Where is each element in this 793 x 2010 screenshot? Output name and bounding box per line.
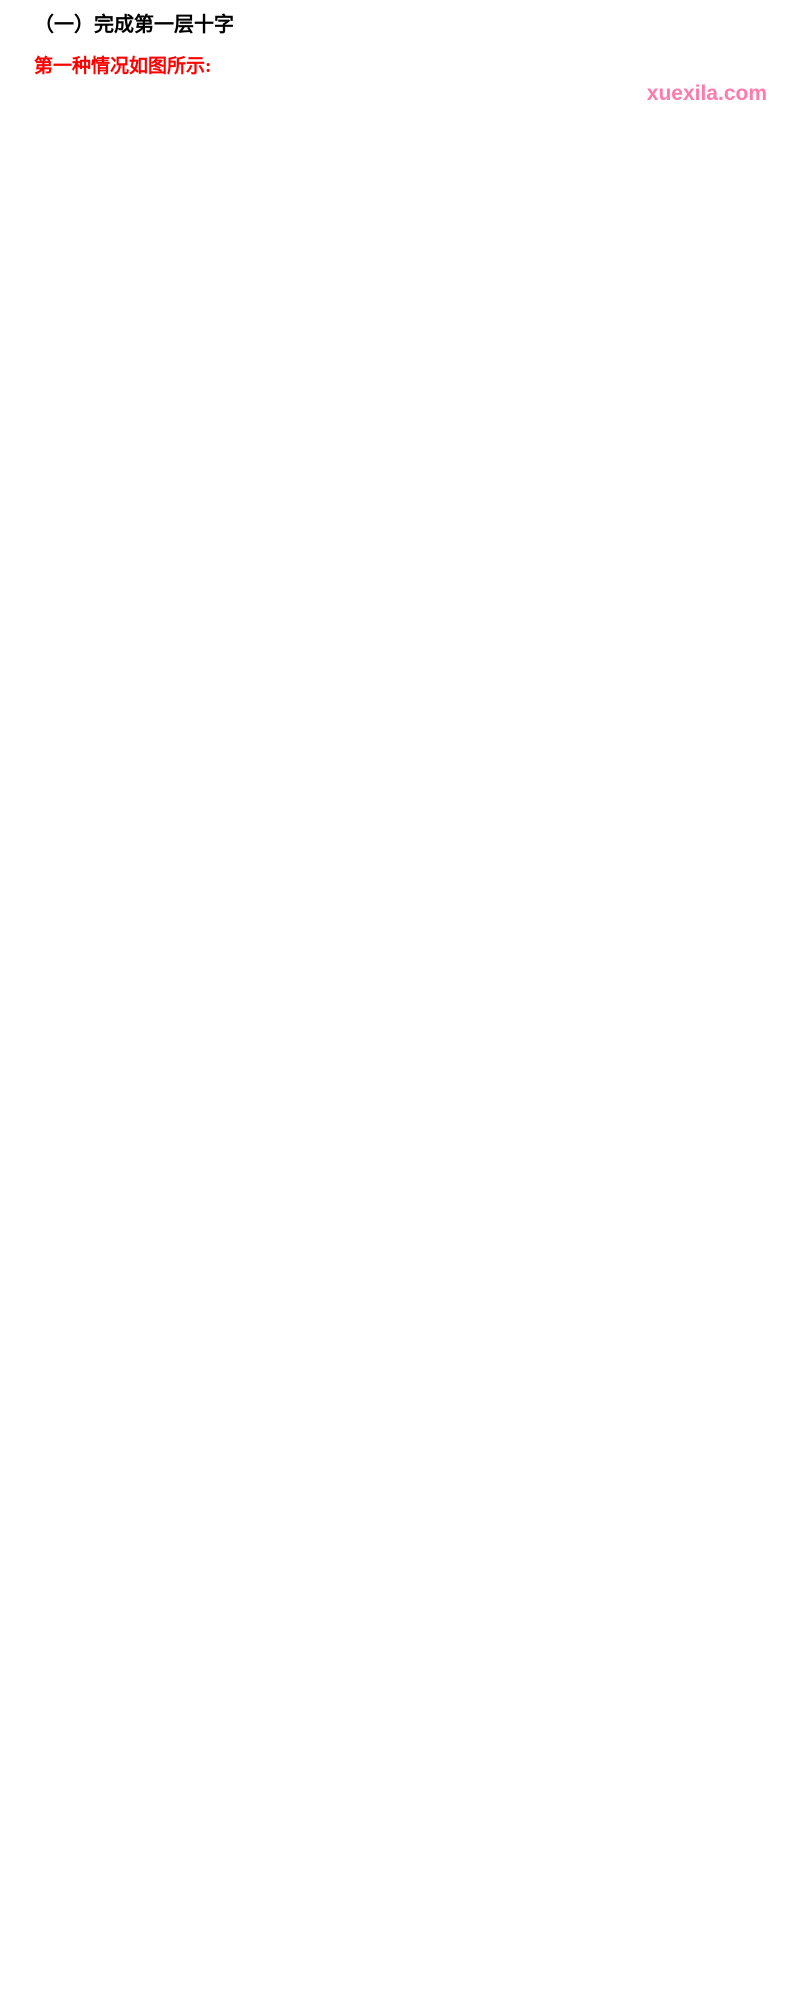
- text-run: （一）完成第一层十字: [34, 14, 234, 36]
- tutorial-content: （一）完成第一层十字第一种情况如图所示:: [34, 12, 769, 80]
- case1-heading: 第一种情况如图所示:: [34, 53, 769, 80]
- text-run: 第一种情况如图所示:: [34, 56, 212, 77]
- title-part1: （一）完成第一层十字: [34, 12, 769, 39]
- watermark: xuexila.com: [646, 82, 767, 105]
- tutorial-page: （一）完成第一层十字第一种情况如图所示: xuexila.com: [0, 0, 793, 112]
